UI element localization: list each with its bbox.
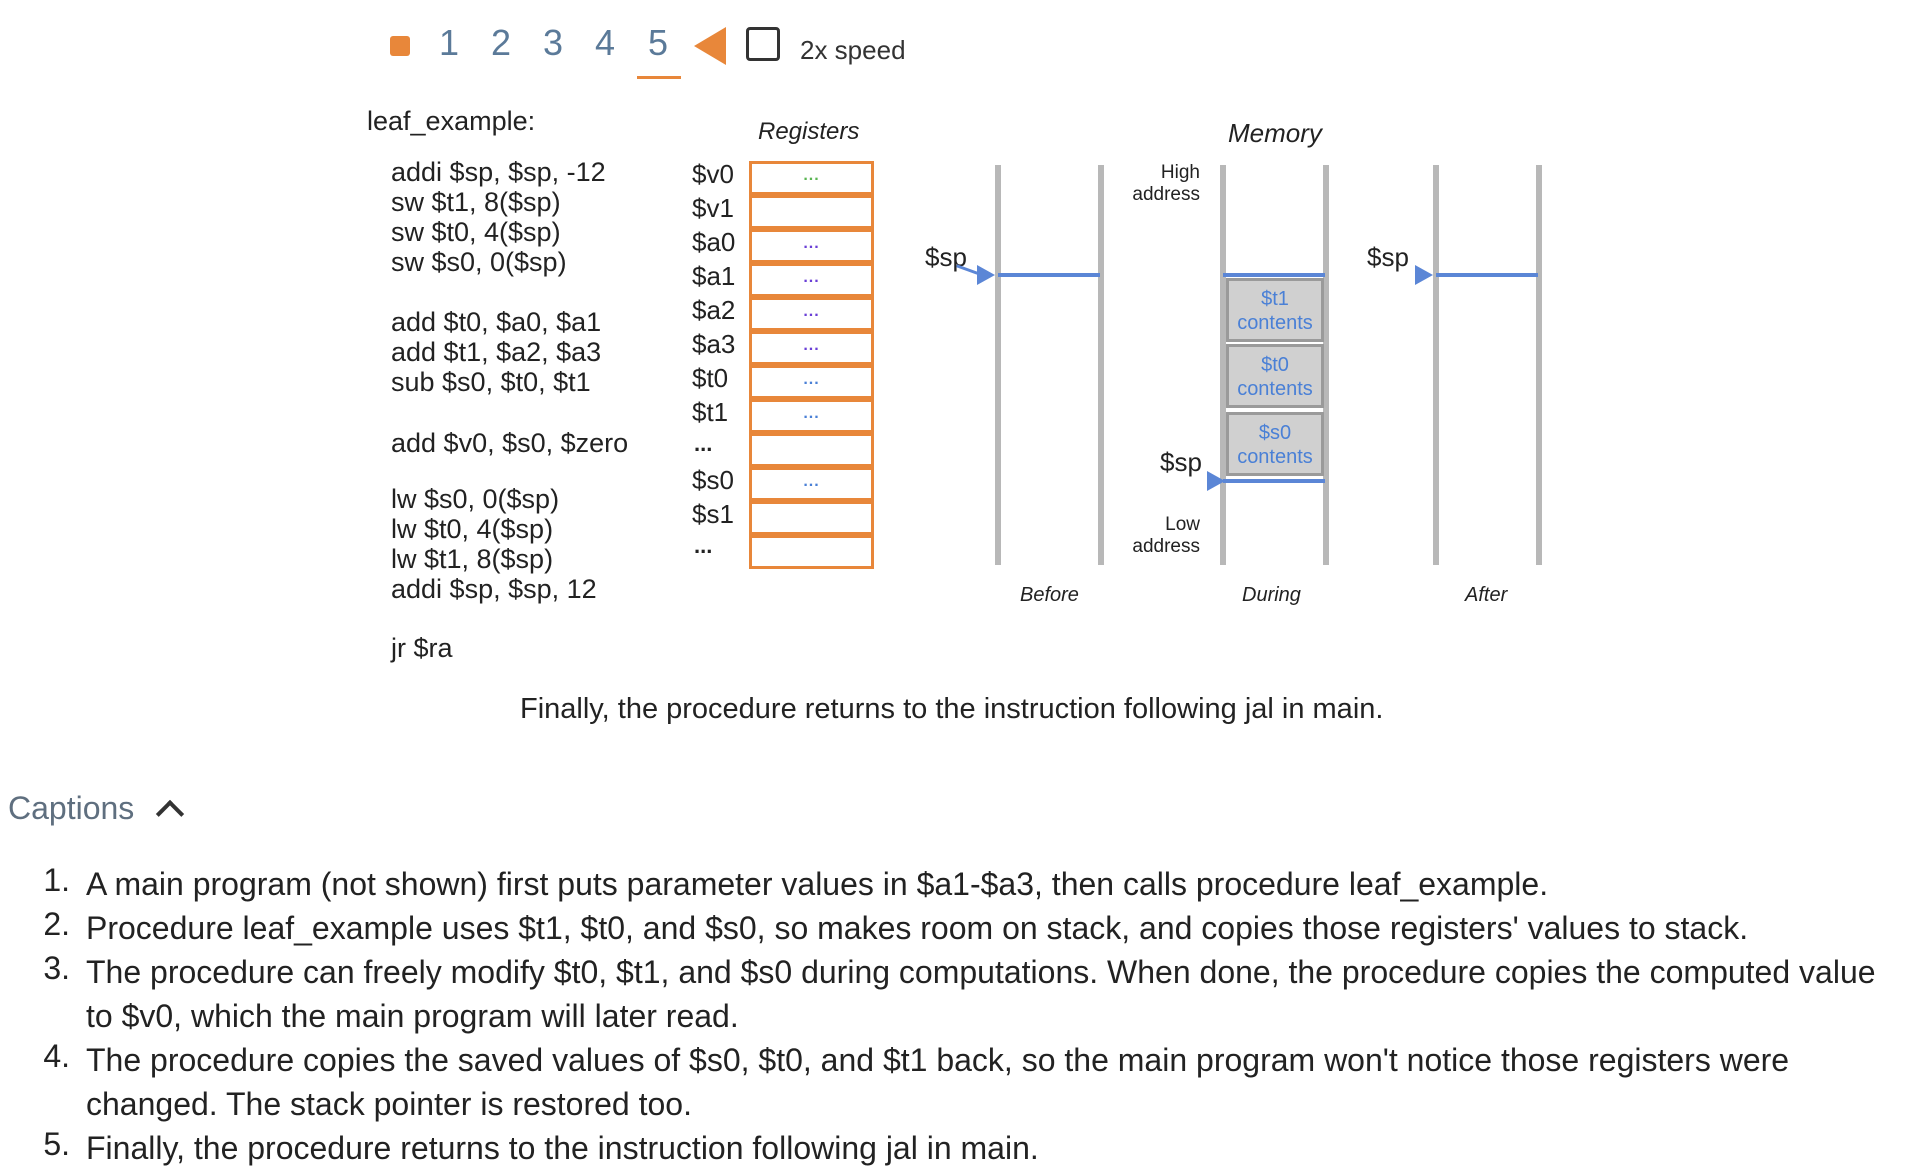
step-caption: Finally, the procedure returns to the in… <box>520 693 1384 725</box>
before-column-label: Before <box>1020 584 1079 606</box>
register-cell: ... <box>749 331 874 365</box>
memory-title: Memory <box>1228 118 1322 148</box>
register-cell <box>749 535 874 569</box>
code-line: sw $s0, 0($sp) <box>391 247 567 277</box>
stack-slot-t0: $t0 contents <box>1226 344 1324 408</box>
code-line: sw $t0, 4($sp) <box>391 217 561 247</box>
captions-toggle[interactable]: Captions <box>8 790 135 826</box>
code-line: jr $ra <box>391 633 453 663</box>
during-sp-line <box>1223 479 1325 483</box>
during-sp-label: $sp <box>1160 447 1202 477</box>
register-label: $v0 <box>692 159 734 189</box>
register-label: $a1 <box>692 261 736 291</box>
code-line: addi $sp, $sp, 12 <box>391 574 597 604</box>
before-sp-arrow-icon <box>977 265 995 285</box>
register-label: ... <box>694 533 713 558</box>
code-line: lw $s0, 0($sp) <box>391 484 560 514</box>
after-sp-label: $sp <box>1367 242 1409 272</box>
register-cell <box>749 501 874 535</box>
step-3-button[interactable]: 3 <box>542 22 564 63</box>
before-stack-right-edge <box>1098 165 1104 565</box>
step-4-button[interactable]: 4 <box>594 22 616 63</box>
caption-item: The procedure copies the saved values of… <box>86 1042 1790 1122</box>
register-cell: ... <box>749 365 874 399</box>
register-cell: ... <box>749 229 874 263</box>
code-title: leaf_example: <box>367 106 536 136</box>
after-stack-right-edge <box>1536 165 1542 565</box>
during-sp-arrow-icon <box>1207 471 1225 491</box>
registers-title: Registers <box>758 118 860 145</box>
register-label: ... <box>694 431 713 456</box>
before-sp-line <box>998 273 1100 277</box>
code-line: add $t1, $a2, $a3 <box>391 337 602 367</box>
during-top-line <box>1223 273 1325 277</box>
stop-button[interactable] <box>390 36 410 56</box>
after-sp-arrow-icon <box>1415 265 1433 285</box>
code-line: lw $t1, 8($sp) <box>391 544 554 574</box>
high-address-label: High address <box>1132 162 1200 205</box>
stack-slot-s0: $s0 contents <box>1226 412 1324 476</box>
step-1-button[interactable]: 1 <box>438 22 460 63</box>
before-stack-left-edge <box>995 165 1001 565</box>
code-line: sub $s0, $t0, $t1 <box>391 367 591 397</box>
after-sp-line <box>1436 273 1538 277</box>
register-label: $t1 <box>692 397 729 427</box>
caption-item: Finally, the procedure returns to the in… <box>86 1130 1039 1166</box>
caption-number: 5. <box>43 1126 70 1162</box>
during-stack-left-edge <box>1220 165 1226 565</box>
caption-item: Procedure leaf_example uses $t1, $t0, an… <box>86 910 1749 946</box>
register-cell: ... <box>749 263 874 297</box>
register-cell: ... <box>749 161 874 195</box>
register-cell: ... <box>749 297 874 331</box>
code-line: addi $sp, $sp, -12 <box>391 157 606 187</box>
speed-label: 2x speed <box>800 35 906 65</box>
caption-item: The procedure can freely modify $t0, $t1… <box>86 954 1876 1034</box>
active-step-indicator <box>637 76 681 79</box>
speed-checkbox[interactable] <box>746 27 780 61</box>
during-stack-right-edge <box>1323 165 1329 565</box>
register-label: $a2 <box>692 295 736 325</box>
register-label: $a0 <box>692 227 736 257</box>
during-column-label: During <box>1242 584 1301 606</box>
stack-slot-t1: $t1 contents <box>1226 278 1324 342</box>
play-back-icon[interactable] <box>694 27 726 65</box>
step-5-button[interactable]: 5 <box>647 22 669 63</box>
low-address-label: Low address <box>1132 514 1200 557</box>
code-line: lw $t0, 4($sp) <box>391 514 554 544</box>
register-cell: ... <box>749 399 874 433</box>
caption-number: 1. <box>43 862 70 898</box>
code-line: sw $t1, 8($sp) <box>391 187 561 217</box>
step-2-button[interactable]: 2 <box>490 22 512 63</box>
chevron-up-icon[interactable] <box>155 799 185 829</box>
register-label: $s1 <box>692 499 734 529</box>
register-label: $t0 <box>692 363 729 393</box>
caption-number: 2. <box>43 906 70 942</box>
register-label: $s0 <box>692 465 734 495</box>
register-cell <box>749 433 874 467</box>
caption-number: 3. <box>43 950 70 986</box>
code-line: add $v0, $s0, $zero <box>391 428 629 458</box>
code-line: add $t0, $a0, $a1 <box>391 307 602 337</box>
caption-number: 4. <box>43 1038 70 1074</box>
register-label: $a3 <box>692 329 736 359</box>
caption-item: A main program (not shown) first puts pa… <box>86 866 1549 902</box>
after-column-label: After <box>1465 584 1508 606</box>
after-stack-left-edge <box>1433 165 1439 565</box>
register-cell <box>749 195 874 229</box>
register-cell: ... <box>749 467 874 501</box>
register-label: $v1 <box>692 193 734 223</box>
